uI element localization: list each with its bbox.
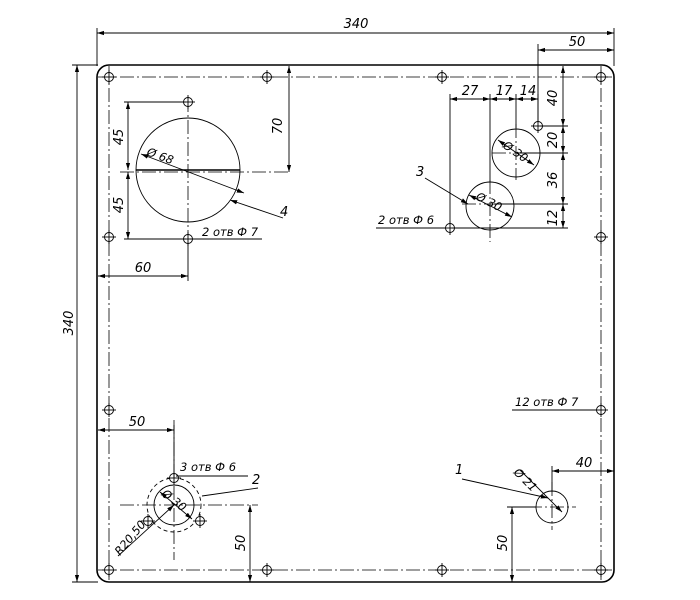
dim-20-v: 20 [546,132,561,149]
big-hole-group: Ø 68 45 45 70 60 2 отв Ф 7 4 [98,66,292,281]
perimeter-centerlines [98,66,612,580]
left-holes-note: 2 отв Ф 7 [202,225,259,239]
dim-12-v: 12 [546,210,561,227]
bolt-hole-left [141,514,155,528]
dim-70: 70 [271,118,286,135]
small-hole-top [181,95,195,109]
bolt-hole-right [193,514,207,528]
big-hole-diameter: Ø 68 [144,144,175,167]
dim-14: 14 [520,84,537,99]
bottom-right-diameter: Ø 21 [510,465,540,495]
dim-17: 17 [496,84,513,99]
hole-4 [594,70,608,84]
dim-27: 27 [462,84,479,99]
dim-40-h: 40 [576,456,593,471]
hole-1 [102,70,116,84]
perimeter-holes-note: 12 отв Ф 7 [512,395,597,411]
overall-height-label: 340 [62,311,77,336]
hole-5 [102,230,116,244]
bottom-left-group: Ø 30 50 50 3 отв Ф 6 R20,50 2 [98,415,260,582]
hole-7 [102,403,116,417]
hole-9 [102,563,116,577]
bolt-radius: R20,50 [112,518,149,558]
bottom-right-group: Ø 21 40 50 1 [455,456,614,582]
right-holes-note: 2 отв Ф 6 [378,213,434,227]
callout-2: 2 [252,473,260,488]
hole-12 [594,563,608,577]
callout-3: 3 [416,165,424,180]
dim-60: 60 [135,261,152,276]
right-offset-label: 50 [569,35,586,50]
dim-50-h: 50 [129,415,146,430]
hole-10 [260,563,274,577]
hole-6 [594,230,608,244]
hole-11 [435,563,449,577]
lower-hole-diameter: Ø 30 [473,189,505,214]
plate-outline [96,64,615,583]
overall-width-dimension: 340 [96,17,615,66]
hole-3 [435,70,449,84]
dim-50-v-left: 50 [234,535,249,552]
upper-hole-diameter: Ø 30 [499,137,530,165]
callout-1: 1 [455,463,463,478]
dim-40-v: 40 [546,90,561,107]
dim-36-v: 36 [546,172,561,189]
overall-width-label: 340 [344,17,369,32]
callout-4: 4 [280,205,288,220]
dim-50-v-right: 50 [496,535,511,552]
overall-height-dimension: 340 [62,64,98,583]
bolt-holes-note: 3 отв Ф 6 [180,460,236,474]
right-hole-group: Ø 30 Ø 30 27 17 14 40 20 36 12 2 о [376,66,568,242]
dim-45-top: 45 [112,129,127,146]
perimeter-holes [102,70,608,577]
hole-2 [260,70,274,84]
dim-45-bottom: 45 [112,197,127,214]
perimeter-note-text: 12 отв Ф 7 [515,395,579,409]
